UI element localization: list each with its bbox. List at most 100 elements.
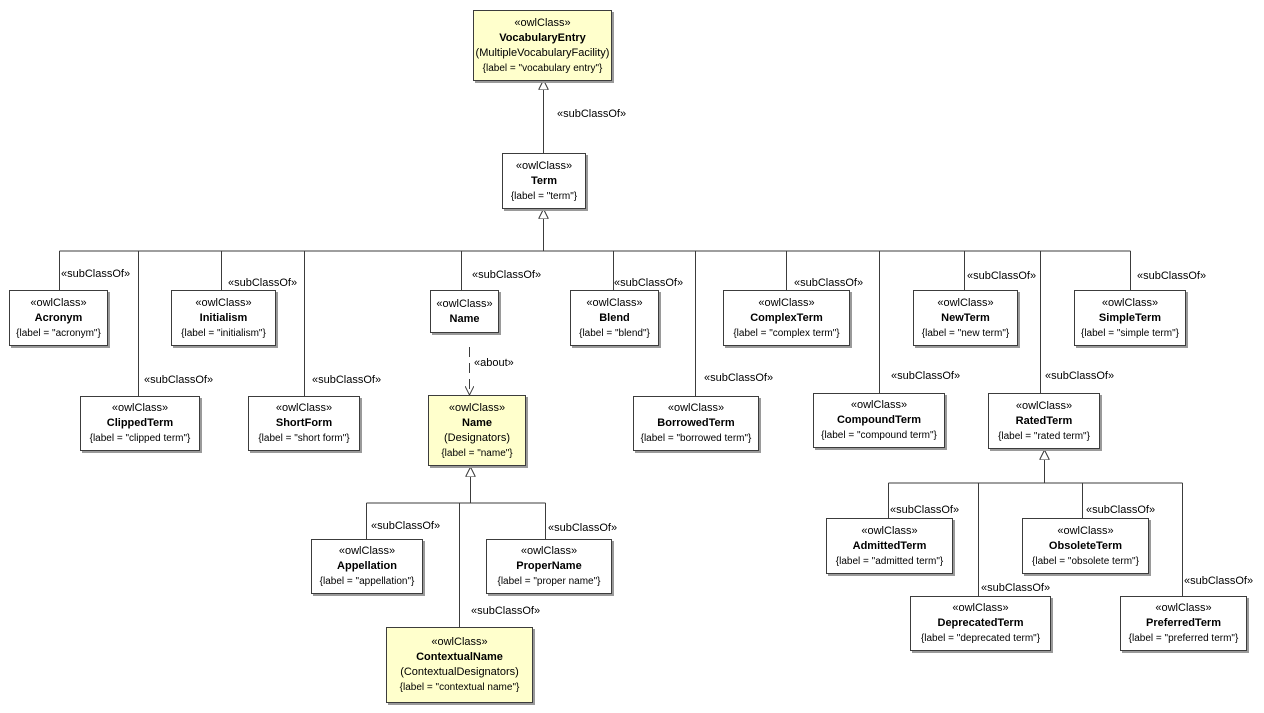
about-label: «about» xyxy=(474,357,514,370)
stereotype: «owlClass» xyxy=(1015,399,1073,412)
class-clippedterm[interactable]: «owlClass» ClippedTerm {label = "clipped… xyxy=(80,396,200,451)
subclass-label-initialism: «subClassOf» xyxy=(228,277,298,290)
class-label: {label = "acronym"} xyxy=(16,327,101,339)
subclass-label-acronym: «subClassOf» xyxy=(61,268,131,281)
class-package: (MultipleVocabularyFacility) xyxy=(475,46,610,59)
class-label: {label = "compound term"} xyxy=(821,430,937,441)
class-name: Appellation xyxy=(337,560,397,572)
class-label: {label = "simple term"} xyxy=(1081,327,1179,339)
class-label: {label = "borrowed term"} xyxy=(640,433,752,444)
class-label: {label = "initialism"} xyxy=(181,327,266,339)
subclass-label-term: «subClassOf» xyxy=(557,108,627,121)
subclass-label-appellation: «subClassOf» xyxy=(371,520,441,533)
class-name: CompoundTerm xyxy=(836,414,922,426)
subclass-label-borrowedterm: «subClassOf» xyxy=(704,372,774,385)
class-initialism[interactable]: «owlClass» Initialism {label = "initiali… xyxy=(171,290,276,346)
class-name: Initialism xyxy=(199,311,248,324)
class-name: ComplexTerm xyxy=(750,311,823,324)
class-obsoleteterm[interactable]: «owlClass» ObsoleteTerm {label = "obsole… xyxy=(1022,518,1149,574)
class-name: DeprecatedTerm xyxy=(937,617,1024,629)
stereotype: «owlClass» xyxy=(758,296,815,309)
class-deprecatedterm[interactable]: «owlClass» DeprecatedTerm {label = "depr… xyxy=(910,596,1051,651)
subclass-label-deprecatedterm: «subClassOf» xyxy=(981,582,1051,595)
class-label: {label = "deprecated term"} xyxy=(920,633,1041,644)
class-package: (Designators) xyxy=(443,431,511,444)
stereotype: «owlClass» xyxy=(514,16,571,29)
subclass-label-newterm: «subClassOf» xyxy=(967,270,1037,283)
class-ratedterm[interactable]: «owlClass» RatedTerm {label = "rated ter… xyxy=(988,393,1100,449)
subclass-label-blend: «subClassOf» xyxy=(614,277,684,290)
class-name: BorrowedTerm xyxy=(657,417,735,429)
class-newterm[interactable]: «owlClass» NewTerm {label = "new term"} xyxy=(913,290,1018,346)
subclass-label-clippedterm: «subClassOf» xyxy=(144,374,214,387)
stereotype: «owlClass» xyxy=(937,296,994,309)
class-name: ObsoleteTerm xyxy=(1048,539,1123,552)
class-name: Name xyxy=(449,312,480,325)
subclass-label-propername: «subClassOf» xyxy=(548,522,618,535)
class-label: {label = "admitted term"} xyxy=(835,555,944,567)
class-shortform[interactable]: «owlClass» ShortForm {label = "short for… xyxy=(248,396,360,451)
class-label: {label = "name"} xyxy=(441,447,513,459)
class-vocabularyentry[interactable]: «owlClass» VocabularyEntry (MultipleVoca… xyxy=(473,10,612,81)
stereotype: «owlClass» xyxy=(195,296,252,309)
class-name: ContextualName xyxy=(416,651,503,663)
stereotype: «owlClass» xyxy=(1155,602,1212,614)
class-complexterm[interactable]: «owlClass» ComplexTerm {label = "complex… xyxy=(723,290,850,346)
class-label: {label = "contextual name"} xyxy=(399,682,520,693)
class-label: {label = "preferred term"} xyxy=(1128,633,1239,644)
class-term[interactable]: «owlClass» Term {label = "term"} xyxy=(502,153,586,209)
class-label: {label = "blend"} xyxy=(579,327,650,339)
stereotype: «owlClass» xyxy=(111,402,169,414)
subclass-label-ratedterm: «subClassOf» xyxy=(1045,370,1115,383)
class-name: RatedTerm xyxy=(1015,414,1073,427)
class-label: {label = "short form"} xyxy=(258,433,350,444)
class-name: ShortForm xyxy=(275,417,333,429)
subclass-label-obsoleteterm: «subClassOf» xyxy=(1086,504,1156,517)
subclass-label-name: «subClassOf» xyxy=(472,269,542,282)
class-name: Acronym xyxy=(34,311,83,324)
class-name: AdmittedTerm xyxy=(852,539,927,552)
class-preferredterm[interactable]: «owlClass» PreferredTerm {label = "prefe… xyxy=(1120,596,1247,651)
class-name: VocabularyEntry xyxy=(499,31,586,44)
class-contextualname[interactable]: «owlClass» ContextualName (ContextualDes… xyxy=(386,627,533,703)
subclass-label-contextualname: «subClassOf» xyxy=(471,605,541,618)
class-propername[interactable]: «owlClass» ProperName {label = "proper n… xyxy=(486,539,612,594)
class-admittedterm[interactable]: «owlClass» AdmittedTerm {label = "admitt… xyxy=(826,518,953,574)
stereotype: «owlClass» xyxy=(30,296,87,309)
stereotype: «owlClass» xyxy=(520,545,578,557)
subclass-label-preferredterm: «subClassOf» xyxy=(1184,575,1254,588)
stereotype: «owlClass» xyxy=(1057,524,1114,537)
stereotype: «owlClass» xyxy=(667,402,725,414)
class-borrowedterm[interactable]: «owlClass» BorrowedTerm {label = "borrow… xyxy=(633,396,759,451)
class-name: SimpleTerm xyxy=(1098,311,1162,324)
subclass-label-shortform: «subClassOf» xyxy=(312,374,382,387)
class-name[interactable]: «owlClass» Name xyxy=(430,290,499,333)
stereotype: «owlClass» xyxy=(515,159,573,172)
class-designators-name[interactable]: «owlClass» Name (Designators) {label = "… xyxy=(428,395,526,466)
class-simpleterm[interactable]: «owlClass» SimpleTerm {label = "simple t… xyxy=(1074,290,1186,346)
class-acronym[interactable]: «owlClass» Acronym {label = "acronym"} xyxy=(9,290,108,346)
class-name: PreferredTerm xyxy=(1146,617,1221,629)
subclass-label-compoundterm: «subClassOf» xyxy=(891,370,961,383)
stereotype: «owlClass» xyxy=(275,402,333,414)
class-label: {label = "new term"} xyxy=(921,327,1010,339)
stereotype: «owlClass» xyxy=(436,297,493,310)
class-name: Term xyxy=(530,174,558,187)
class-label: {label = "complex term"} xyxy=(733,327,840,339)
subclass-label-simpleterm: «subClassOf» xyxy=(1137,270,1207,283)
class-label: {label = "term"} xyxy=(510,190,578,202)
class-label: {label = "rated term"} xyxy=(998,430,1090,442)
class-blend[interactable]: «owlClass» Blend {label = "blend"} xyxy=(570,290,659,346)
class-name: Blend xyxy=(599,311,630,324)
subclass-label-admittedterm: «subClassOf» xyxy=(890,504,960,517)
class-label: {label = "clipped term"} xyxy=(89,433,191,444)
class-compoundterm[interactable]: «owlClass» CompoundTerm {label = "compou… xyxy=(813,393,945,448)
stereotype: «owlClass» xyxy=(448,401,506,414)
class-appellation[interactable]: «owlClass» Appellation {label = "appella… xyxy=(311,539,423,594)
stereotype: «owlClass» xyxy=(952,602,1009,614)
stereotype: «owlClass» xyxy=(850,399,908,411)
class-label: {label = "appellation"} xyxy=(319,576,415,587)
class-label: {label = "proper name"} xyxy=(497,576,601,587)
